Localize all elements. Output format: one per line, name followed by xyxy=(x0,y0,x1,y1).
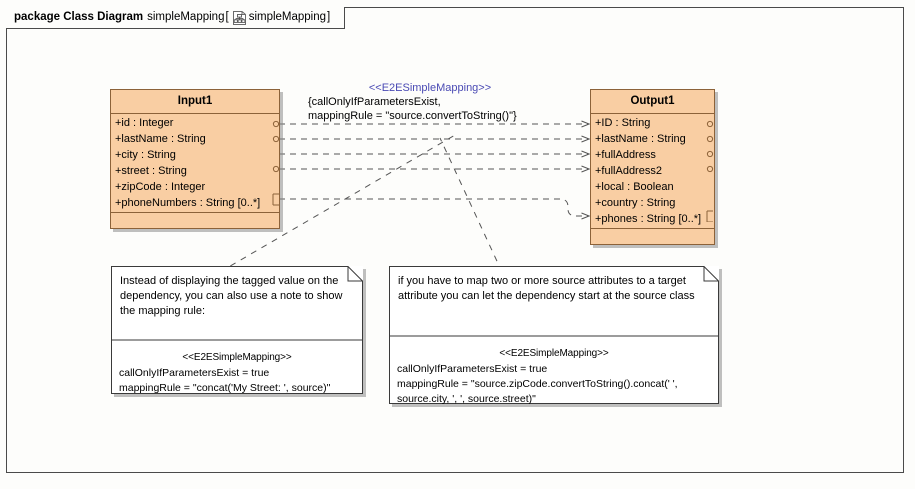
attribute-row: +local : Boolean xyxy=(595,180,674,193)
class-output1-title: Output1 xyxy=(591,90,714,114)
attribute-row: +id : Integer xyxy=(115,116,174,129)
class-input1-operations xyxy=(111,213,279,228)
frame-inner-name: simpleMapping xyxy=(248,10,327,23)
note-left-rule-line: mappingRule = "concat('My Street: ', sou… xyxy=(119,381,331,394)
attribute-row: +street : String xyxy=(115,164,187,177)
attribute-row: +phones : String [0..*] xyxy=(595,213,702,226)
class-input1-title: Input1 xyxy=(111,90,279,114)
note-left[interactable]: Instead of displaying the tagged value o… xyxy=(111,266,363,394)
note-left-text: Instead of displaying the tagged value o… xyxy=(120,275,343,318)
attribute-row: +zipCode : Integer xyxy=(115,180,206,193)
note-right-stereotype: <<E2ESimpleMapping>> xyxy=(499,348,609,359)
dependency-tagged-values: <<E2ESimpleMapping>> {callOnlyIfParamete… xyxy=(300,82,560,124)
note-left-rule-line: callOnlyIfParametersExist = true xyxy=(119,366,270,379)
dependency-tag-line2: mappingRule = "source.convertToString()"… xyxy=(308,109,517,122)
note-right-text: if you have to map two or more source at… xyxy=(398,275,695,303)
dependency-tag-line1: {callOnlyIfParametersExist, xyxy=(308,95,441,108)
frame-bracket-open: [ xyxy=(225,10,229,23)
note-right-rule: <<E2ESimpleMapping>> callOnlyIfParameter… xyxy=(389,344,719,413)
class-diagram-icon xyxy=(232,10,246,25)
input1-port-markers xyxy=(272,120,280,206)
note-right-rule-line: mappingRule = "source.zipCode.convertToS… xyxy=(397,377,678,405)
attribute-row: +city : String xyxy=(115,148,176,161)
frame-bracket-close: ] xyxy=(327,10,331,23)
note-left-rule: <<E2ESimpleMapping>> callOnlyIfParameter… xyxy=(111,348,363,402)
note-right[interactable]: if you have to map two or more source at… xyxy=(389,266,719,405)
class-output1-attributes: +ID : String +lastName : String +fullAdd… xyxy=(591,114,714,230)
attribute-row: +country : String xyxy=(595,197,676,210)
class-output1[interactable]: Output1 +ID : String +lastName : String … xyxy=(590,89,715,246)
attribute-row: +fullAddress2 xyxy=(595,164,662,177)
class-input1-attributes: +id : Integer +lastName : String +city :… xyxy=(111,114,279,214)
class-output1-operations xyxy=(591,229,714,244)
frame-diagram-name: simpleMapping xyxy=(147,10,225,23)
class-input1[interactable]: Input1 +id : Integer +lastName : String … xyxy=(110,89,280,230)
frame-keyword: package Class Diagram xyxy=(14,10,144,23)
dependency-stereotype: <<E2ESimpleMapping>> xyxy=(368,82,492,94)
output1-port-markers xyxy=(706,120,714,222)
attribute-row: +ID : String xyxy=(595,116,651,129)
diagram-frame-tab: package Class Diagram simpleMapping [ si… xyxy=(6,7,350,30)
attribute-row: +lastName : String xyxy=(595,132,686,145)
note-right-rule-line: callOnlyIfParametersExist = true xyxy=(397,362,548,375)
attribute-row: +lastName : String xyxy=(115,132,206,145)
attribute-row: +fullAddress xyxy=(595,148,656,161)
note-left-stereotype: <<E2ESimpleMapping>> xyxy=(182,352,292,363)
attribute-row: +phoneNumbers : String [0..*] xyxy=(115,197,261,210)
